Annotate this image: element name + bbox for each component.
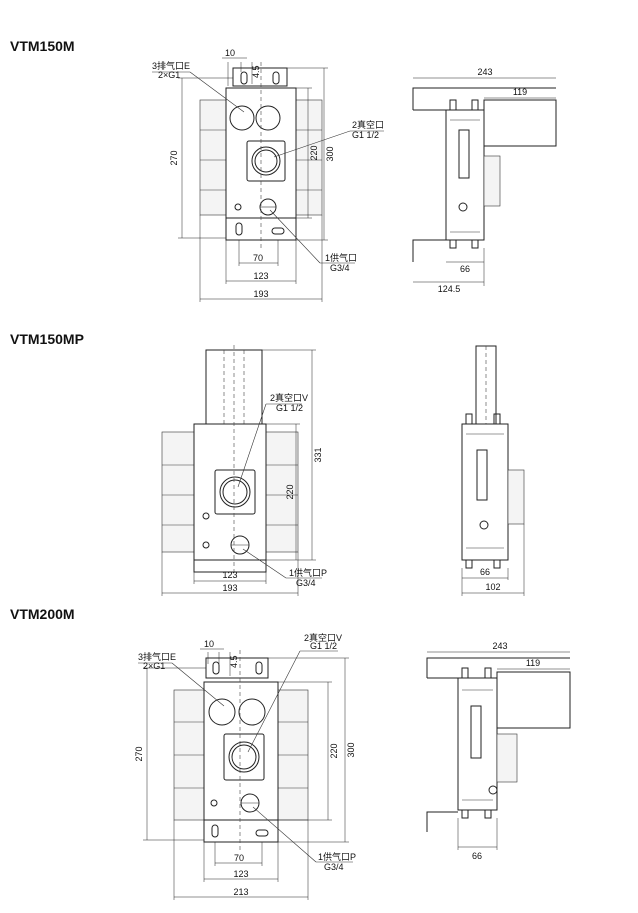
exhaust-port-size: 2×G1 — [158, 70, 180, 80]
exhaust-port-left — [229, 105, 255, 131]
dim-66: 66 — [460, 264, 470, 274]
dim-66: 66 — [480, 567, 490, 577]
dim-119: 119 — [526, 658, 540, 668]
dim-193: 193 — [253, 289, 268, 299]
vacuum-tube-side — [483, 99, 557, 147]
vacuum-port-flange — [223, 733, 265, 781]
left-cooling-fins — [161, 431, 195, 553]
dim-70: 70 — [253, 253, 263, 263]
dim-4-5: 4.5 — [251, 65, 261, 78]
vacuum-port-label: 2真空口 — [352, 119, 384, 130]
dim-270: 270 — [134, 746, 144, 761]
dim-193: 193 — [222, 583, 237, 593]
vtm150m-side-view: 243 119 66 124.5 — [412, 67, 557, 294]
vacuum-port — [251, 146, 281, 176]
section-title-vtm200m: VTM200M — [10, 606, 75, 622]
exhaust-port-label: 3排气口E — [152, 60, 190, 71]
supply-port-size: G3/4 — [324, 862, 344, 872]
supply-port-size: G3/4 — [296, 578, 316, 588]
supply-port-label: 1供气口 — [325, 252, 357, 263]
side-connector — [483, 155, 501, 207]
dim-243: 243 — [492, 641, 507, 651]
section-title-vtm150mp: VTM150MP — [10, 331, 84, 347]
vacuum-port-flange — [214, 469, 256, 515]
dim-123: 123 — [253, 271, 268, 281]
dim-213: 213 — [233, 887, 248, 897]
vacuum-port-label: 2真空口V — [304, 632, 342, 643]
supply-port-label: 1供气口P — [318, 851, 356, 862]
vtm150m-front-view: 3排气口E 2×G1 2真空口 G1 1/2 1供气口 G3/4 10 4.5 … — [152, 48, 384, 302]
vacuum-tube-side — [496, 671, 571, 729]
vacuum-port — [219, 476, 251, 508]
ejector-body — [203, 681, 279, 821]
dim-70: 70 — [234, 853, 244, 863]
side-connector — [507, 469, 525, 525]
base-plate — [193, 559, 267, 573]
dim-220: 220 — [285, 484, 295, 499]
vacuum-port-label: 2真空口V — [270, 392, 308, 403]
right-cooling-fins — [265, 431, 299, 553]
dim-270: 270 — [169, 150, 179, 165]
dim-102: 102 — [485, 582, 500, 592]
dim-4-5: 4.5 — [229, 655, 239, 668]
side-connector — [496, 733, 518, 783]
dim-124-5: 124.5 — [438, 284, 461, 294]
exhaust-port-right — [255, 105, 281, 131]
vacuum-port-size: G1 1/2 — [310, 641, 337, 651]
dim-243: 243 — [477, 67, 492, 77]
vtm200m-front-view: 3排气口E 2×G1 2真空口V G1 1/2 1供气口P G3/4 10 4.… — [134, 632, 356, 900]
dim-220: 220 — [309, 145, 319, 160]
vacuum-port-size: G1 1/2 — [352, 130, 379, 140]
supply-port-label: 1供气口P — [289, 567, 327, 578]
body-side — [461, 423, 509, 561]
exhaust-port-size: 2×G1 — [143, 661, 165, 671]
dim-123: 123 — [233, 869, 248, 879]
dim-123: 123 — [222, 570, 237, 580]
dim-66: 66 — [472, 851, 482, 861]
dim-119: 119 — [513, 87, 527, 97]
vacuum-port-flange — [246, 140, 286, 182]
exhaust-port-label: 3排气口E — [138, 651, 176, 662]
vacuum-port — [228, 741, 260, 773]
vtm150mp-side-view: 66 102 — [461, 345, 525, 596]
dim-331: 331 — [313, 447, 323, 462]
dim-220: 220 — [329, 743, 339, 758]
body-side — [445, 109, 485, 241]
dim-300: 300 — [325, 146, 335, 161]
exhaust-port-left — [208, 698, 236, 726]
vtm150mp-front-view: 2真空口V G1 1/2 1供气口P G3/4 331 220 123 193 — [161, 345, 327, 596]
dim-10: 10 — [204, 639, 214, 649]
exhaust-port-right — [238, 698, 266, 726]
dim-10: 10 — [225, 48, 235, 58]
left-cooling-fins — [199, 99, 227, 216]
section-title-vtm150m: VTM150M — [10, 38, 75, 54]
vtm200m-side-view: 243 119 66 — [426, 641, 571, 861]
vacuum-port-size: G1 1/2 — [276, 403, 303, 413]
dim-300: 300 — [346, 742, 356, 757]
body-side — [457, 677, 498, 811]
ejector-body — [193, 423, 267, 561]
supply-port-size: G3/4 — [330, 263, 350, 273]
